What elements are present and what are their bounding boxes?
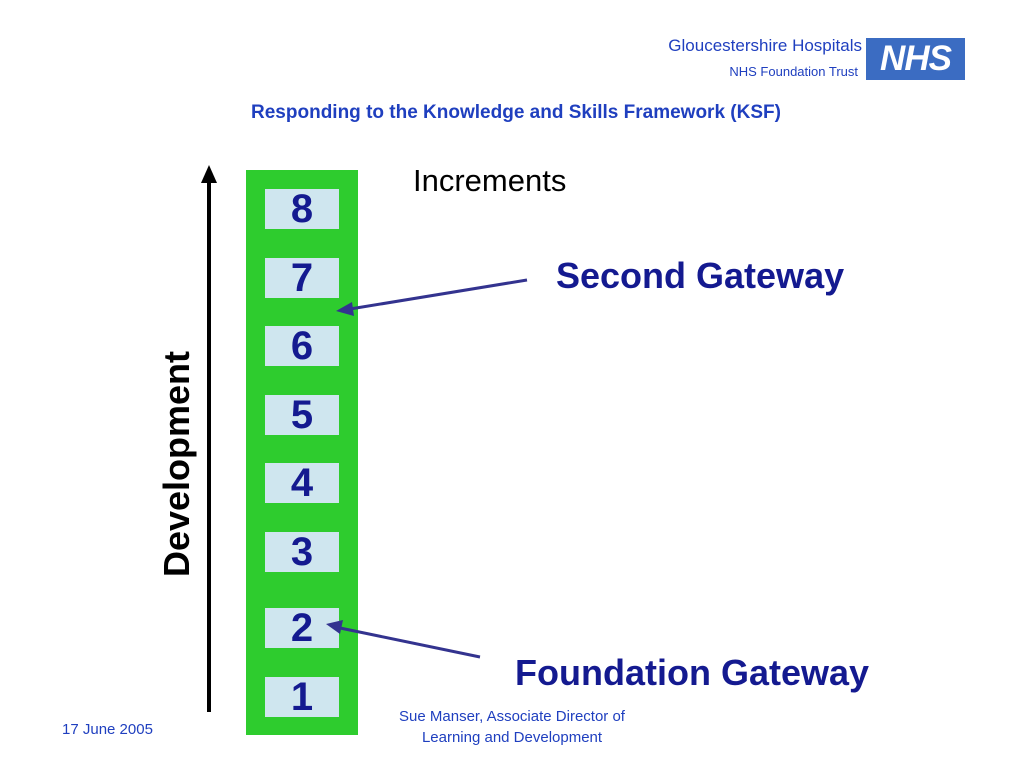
second-gateway-label: Second Gateway (556, 255, 845, 296)
increments-heading: Increments (413, 163, 567, 198)
foundation-gateway-arrow (326, 620, 481, 659)
increment-step-4: 4 (265, 463, 339, 503)
increment-step-5: 5 (265, 395, 339, 435)
footer-credit-line-2: Learning and Development (421, 729, 603, 746)
increment-step-6: 6 (265, 326, 339, 366)
slide-title: Responding to the Knowledge and Skills F… (251, 102, 781, 123)
foundation-gateway-label: Foundation Gateway (515, 652, 870, 693)
increment-step-3: 3 (265, 532, 339, 572)
increment-step-7: 7 (265, 258, 339, 298)
development-axis-arrow (201, 165, 217, 712)
increments-ladder: 8 7 6 5 4 3 2 1 (246, 170, 358, 735)
increment-step-1: 1 (265, 677, 339, 717)
org-name: Gloucestershire Hospitals (668, 36, 862, 55)
footer-credit-line-1: Sue Manser, Associate Director of (399, 708, 625, 725)
footer-credit: Sue Manser, Associate Director of Learni… (362, 706, 662, 748)
org-subtitle: NHS Foundation Trust (729, 64, 858, 79)
footer-date: 17 June 2005 (62, 721, 153, 738)
increment-step-8: 8 (265, 189, 339, 229)
second-gateway-arrow (336, 278, 528, 316)
increment-step-2: 2 (265, 608, 339, 648)
nhs-logo: NHS (866, 38, 965, 80)
